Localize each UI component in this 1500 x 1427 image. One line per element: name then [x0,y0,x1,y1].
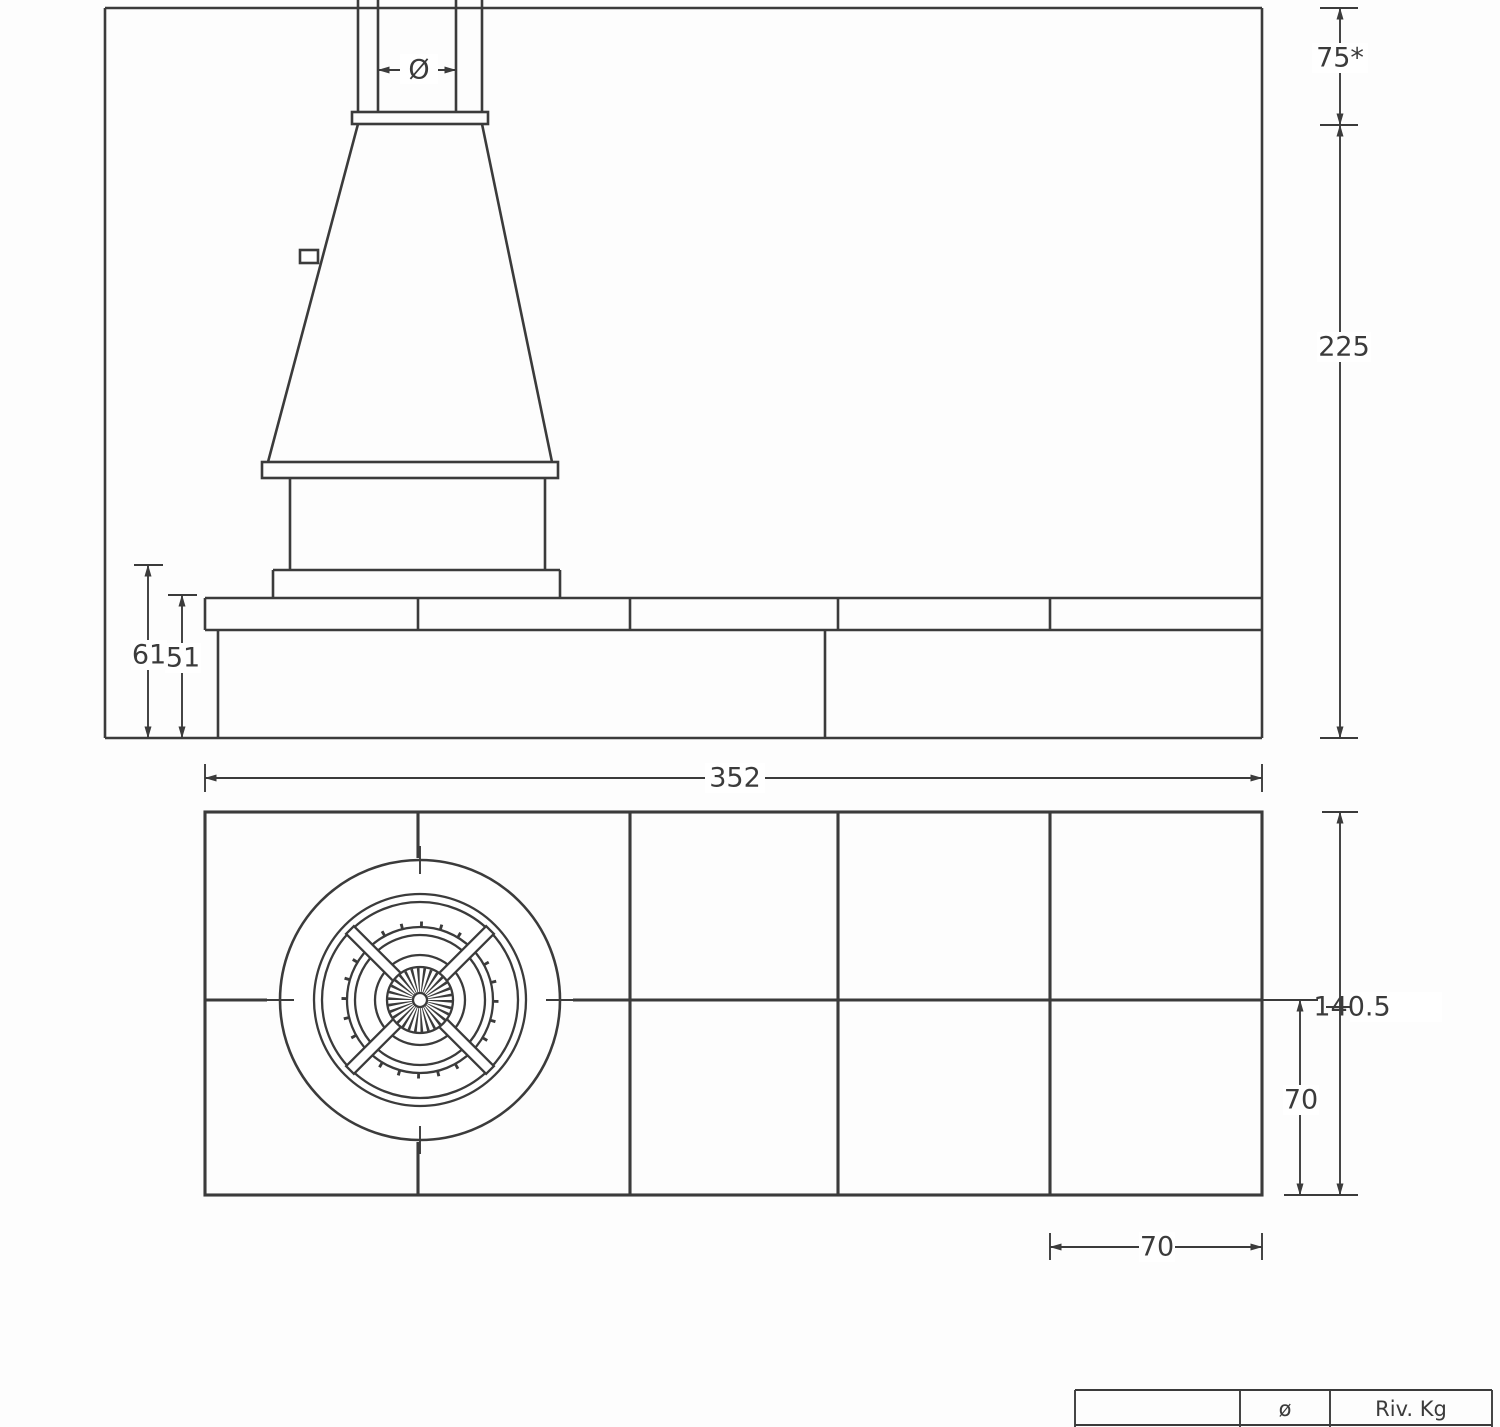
dim-bench-height-label: 51 [166,643,200,674]
hearth-plate [271,568,562,598]
label-backgrounds [131,43,1442,1262]
dim-module-depth-label: 70 [1284,1085,1318,1116]
grate-arms [344,924,496,1076]
dim-overall-depth-label: 140.5 [1313,992,1390,1023]
tile-joints [205,812,1262,1195]
dim-hearth-height-label: 61 [132,640,166,671]
bench-top-slab [203,596,1262,632]
title-block-riv-kg-header: Riv. Kg [1375,1397,1447,1421]
center-ticks [266,846,574,1154]
flue-collar [350,110,490,126]
dim-overall-height-label: 225 [1318,332,1370,363]
grill-burner [266,846,574,1154]
damper-handle [298,248,320,265]
flue-diameter-label: Ø [408,55,429,86]
plan-outline [203,810,1264,1197]
dimension-overall-depth [1284,811,1358,1196]
hood-base-band [260,460,560,480]
elevation-view [103,0,1358,792]
title-block-diameter-header: ø [1279,1397,1292,1421]
hood-cone [260,123,560,480]
dimension-overall-height [1320,124,1358,739]
chimney-flue [350,0,490,126]
bench-body [216,630,827,738]
plan-view [203,810,1358,1260]
burner-hub [385,965,455,1035]
dim-module-width-label: 70 [1140,1232,1174,1263]
title-block [1074,1389,1493,1427]
dim-overall-width-label: 352 [709,763,761,794]
dim-flue-stub-label: 75* [1316,43,1364,74]
wall-outline [103,6,1264,740]
firebox [288,478,547,570]
